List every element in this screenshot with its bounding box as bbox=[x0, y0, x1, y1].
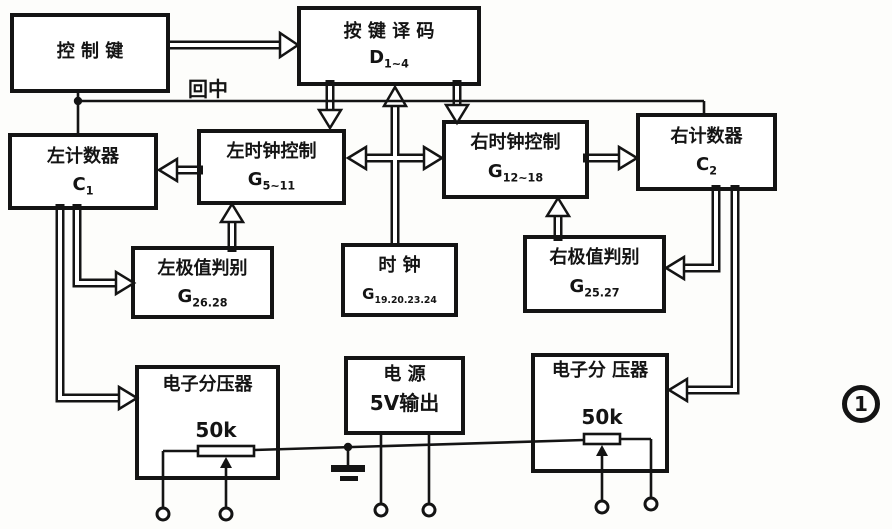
label-left-counter: 左计数器 bbox=[47, 146, 119, 167]
arrow-rightextremum-to-rightclock bbox=[544, 195, 572, 241]
left-pot-terminal-a bbox=[155, 506, 171, 522]
arrow-leftcounter-to-leftdivider bbox=[55, 204, 140, 412]
left-pot-wiper-arrow bbox=[220, 457, 232, 468]
label-left-extremum-part: G26.28 bbox=[177, 286, 228, 310]
label-control-keys: 控 制 键 bbox=[56, 41, 124, 62]
box-control-keys bbox=[10, 13, 170, 93]
box-left-counter bbox=[8, 133, 158, 210]
box-right-extremum bbox=[523, 235, 666, 313]
figure-number: 1 bbox=[854, 392, 868, 416]
right-pot-terminal-b bbox=[643, 496, 659, 512]
label-right-counter: 右计数器 bbox=[670, 126, 743, 147]
arrow-decoder-to-left-clock bbox=[316, 80, 344, 131]
label-return-to-center: 回中 bbox=[188, 77, 228, 101]
label-right-divider: 电子分 压器 bbox=[551, 360, 649, 381]
box-right-counter bbox=[636, 113, 777, 191]
right-pot-wiper-arrow bbox=[596, 445, 608, 456]
arrow-leftcounter-to-leftextremum bbox=[72, 204, 137, 297]
arrow-decoder-to-right-clock bbox=[443, 80, 471, 126]
arrow-control-to-decoder bbox=[166, 30, 301, 60]
label-power-supply-output: 5V输出 bbox=[369, 391, 440, 415]
return-line-junction-dot bbox=[73, 96, 83, 106]
label-right-pot-value: 50k bbox=[581, 405, 623, 429]
label-left-pot-value: 50k bbox=[195, 418, 237, 442]
figure-number-badge: 1 bbox=[842, 385, 880, 423]
arrow-leftextremum-to-leftclock bbox=[218, 201, 246, 252]
power-terminal-a bbox=[373, 502, 389, 518]
box-outlines bbox=[8, 6, 777, 480]
arrow-rightcounter-to-rightdivider bbox=[666, 185, 740, 404]
label-clock-part: G19.20.23.24 bbox=[362, 285, 437, 306]
box-left-clock-control bbox=[197, 129, 346, 205]
divider-bus-line bbox=[253, 438, 585, 452]
box-clock bbox=[341, 243, 458, 317]
label-left-clock-control-part: G5~11 bbox=[247, 169, 296, 193]
label-key-decoder: 按 键 译 码 bbox=[343, 21, 435, 42]
label-left-divider: 电子分压器 bbox=[162, 374, 253, 395]
box-right-clock-control bbox=[442, 120, 589, 199]
power-terminal-b bbox=[421, 502, 437, 518]
right-pot-terminal-a bbox=[594, 499, 610, 515]
box-key-decoder bbox=[297, 6, 481, 86]
label-right-extremum: 右极值判别 bbox=[549, 247, 640, 268]
label-left-counter-part: C1 bbox=[72, 174, 94, 198]
left-pot-terminal-b bbox=[218, 506, 234, 522]
label-power-supply: 电 源 bbox=[383, 364, 426, 385]
label-key-decoder-part: D1~4 bbox=[369, 47, 409, 71]
power-output-leads bbox=[373, 433, 437, 518]
ground-symbol bbox=[331, 442, 365, 481]
box-left-extremum bbox=[131, 246, 274, 319]
box-left-divider bbox=[135, 365, 280, 480]
box-power-supply bbox=[344, 356, 465, 435]
label-clock: 时 钟 bbox=[378, 255, 421, 276]
left-potentiometer bbox=[155, 444, 256, 522]
arrow-clock-cross bbox=[345, 84, 445, 247]
label-right-clock-control: 右时钟控制 bbox=[470, 132, 561, 153]
arrow-leftclock-to-leftcounter bbox=[156, 156, 203, 184]
label-right-extremum-part: G25.27 bbox=[569, 276, 620, 300]
label-left-clock-control: 左时钟控制 bbox=[226, 141, 317, 162]
arrow-rightcounter-to-rightextremum bbox=[663, 185, 721, 282]
left-pot-resistor bbox=[196, 444, 256, 458]
label-left-extremum: 左极值判别 bbox=[157, 258, 248, 279]
right-potentiometer bbox=[582, 432, 659, 515]
label-right-counter-part: C2 bbox=[696, 154, 717, 178]
label-right-clock-control-part: G12~18 bbox=[487, 161, 544, 185]
arrow-rightclock-to-rightcounter bbox=[583, 144, 640, 172]
right-pot-resistor bbox=[582, 432, 622, 446]
